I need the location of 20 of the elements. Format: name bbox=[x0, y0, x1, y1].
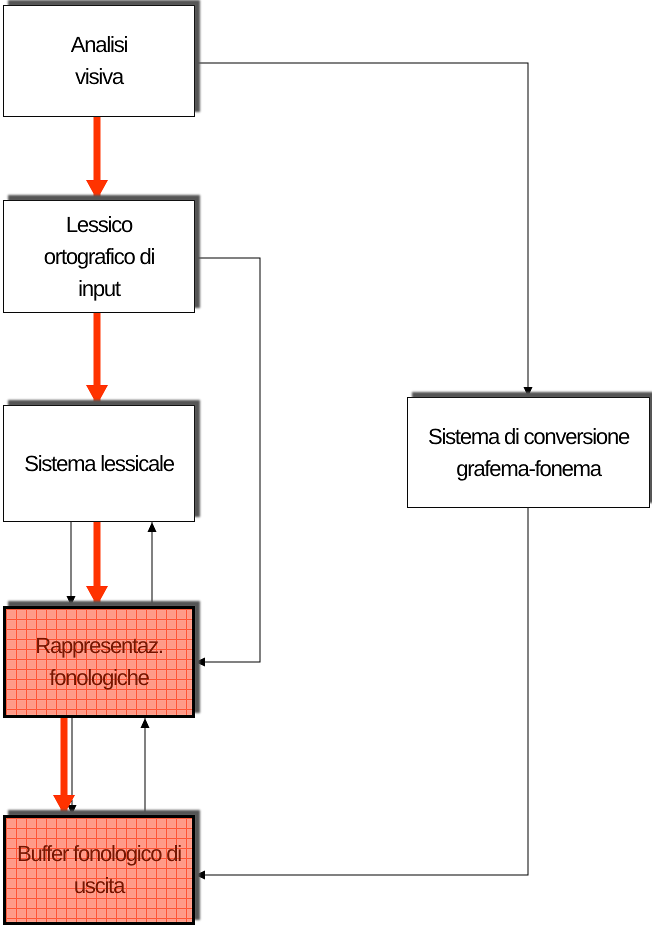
arrow bbox=[68, 718, 76, 816]
box-label: Lessico ortografico di input bbox=[42, 210, 156, 303]
box-label: Sistema lessicale bbox=[23, 450, 175, 478]
highlighted-process-box bbox=[3, 606, 195, 718]
arrow bbox=[140, 718, 150, 816]
process-box bbox=[3, 5, 195, 117]
arrow bbox=[194, 62, 532, 398]
thick-arrow bbox=[53, 718, 75, 815]
process-box bbox=[3, 200, 195, 313]
arrow bbox=[194, 258, 260, 666]
thick-arrow bbox=[86, 117, 108, 200]
arrow bbox=[194, 508, 528, 880]
arrow bbox=[148, 522, 156, 606]
box-label: Analisi visiva bbox=[70, 31, 128, 91]
process-box bbox=[3, 405, 195, 522]
thick-arrow bbox=[86, 313, 108, 405]
box-label: Sistema di conversione grafema-fonema bbox=[426, 422, 630, 483]
thick-arrow bbox=[86, 522, 108, 606]
arrow bbox=[66, 522, 76, 606]
process-box bbox=[407, 397, 650, 508]
